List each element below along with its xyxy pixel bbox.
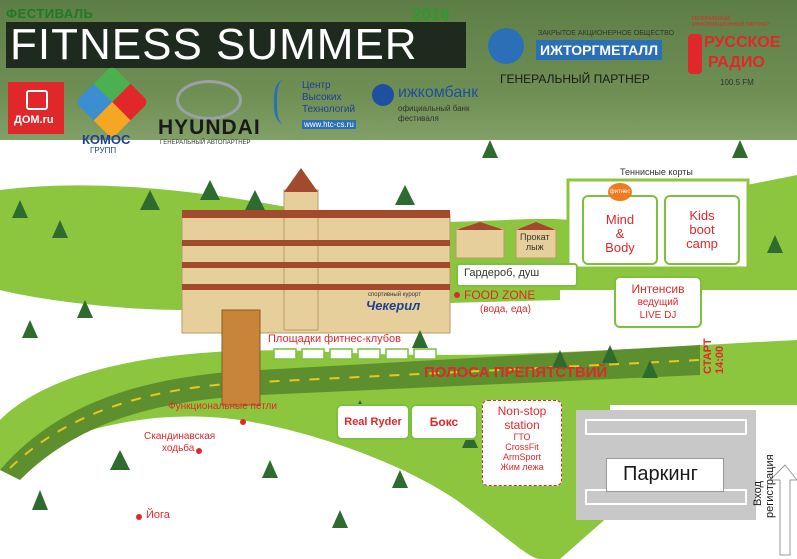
festival-label: ФЕСТИВАЛЬ — [6, 6, 94, 21]
partner-name: ИЖТОРГМЕТАЛЛ — [536, 40, 663, 60]
nonstop-item-2: CrossFit — [505, 442, 539, 452]
wardrobe-box[interactable]: Гардероб, душ — [456, 263, 578, 287]
komos-icon — [75, 65, 149, 139]
start-marker: СТАРТ 14:00 — [702, 330, 726, 390]
fitness-pads — [273, 348, 437, 360]
rental-label: Прокат лыж — [520, 232, 550, 252]
radio-name-line1: РУССКОЕ — [704, 34, 781, 51]
komos-line2: ГРУПП — [90, 146, 117, 155]
radio-name-line2: РАДИО — [708, 54, 765, 71]
wooden-walkway — [221, 309, 261, 406]
fitness-clubs-label: Площадки фитнес-клубов — [268, 333, 401, 345]
nonstop-item-4: Жим лежа — [500, 462, 544, 472]
izhkombank-role1: официальный банк — [398, 104, 470, 113]
wardrobe-label: Гардероб, душ — [464, 267, 540, 279]
hyundai-role: ГЕНЕРАЛЬНЫЙ АВТОПАРТНЕР — [160, 140, 251, 146]
intensive-sub1: ведущий — [637, 296, 679, 308]
functional-loops-label: Функциональные петли — [168, 401, 277, 412]
izhkombank-logo[interactable]: ижкомбанк официальный банк фестиваля — [372, 82, 482, 132]
izhtorgmetall-logo[interactable]: ЗАКРЫТОЕ АКЦИОНЕРНОЕ ОБЩЕСТВО ИЖТОРГМЕТА… — [488, 22, 674, 92]
hotel-sign: Чекерил — [366, 298, 421, 313]
box-zone[interactable]: Бокс — [410, 404, 478, 440]
mind-body-line3: Body — [605, 240, 635, 255]
htc-url: www.htc-cs.ru — [302, 120, 356, 129]
izhtorgmetall-icon — [488, 28, 524, 64]
htc-icon — [274, 80, 297, 124]
kids-line3: camp — [686, 236, 718, 251]
radio-freq: 100.5 FM — [720, 78, 754, 87]
nonstop-title2: station — [504, 418, 540, 432]
htc-line1: Центр — [302, 80, 331, 91]
hyundai-name: HYUNDAI — [158, 116, 261, 139]
intensive-sub2: LIVE DJ — [639, 309, 677, 321]
trail-road — [0, 345, 700, 480]
radio-caption: ГЕНЕРАЛЬНЫЙ ИНФОРМАЦИОННЫЙ ПАРТНЕР — [692, 16, 769, 28]
intensive-zone[interactable]: Интенсив ведущий LIVE DJ — [614, 276, 702, 328]
intensive-title: Интенсив — [631, 281, 685, 296]
mind-body-zone[interactable]: фитнес Mind & Body — [582, 183, 658, 265]
real-ryder-label: Real Ryder — [344, 416, 402, 428]
hyundai-icon — [176, 80, 242, 120]
food-zone-sub: (вода, еда) — [480, 304, 531, 315]
rental-hut — [515, 227, 557, 259]
hotel-sign-small: спортивный курорт — [368, 292, 421, 298]
nordic-walking-line1: Скандинавская — [144, 431, 216, 442]
russkoe-radio-logo[interactable]: ГЕНЕРАЛЬНЫЙ ИНФОРМАЦИОННЫЙ ПАРТНЕР РУССК… — [688, 16, 788, 98]
komos-line1: КОМОС — [82, 132, 131, 147]
partner-role: ГЕНЕРАЛЬНЫЙ ПАРТНЕР — [500, 72, 650, 86]
izhkombank-role2: фестиваля — [398, 114, 439, 123]
rental-line2: лыж — [525, 242, 544, 252]
domru-icon — [26, 90, 48, 110]
htc-logo[interactable]: Центр Высоких Технологий www.htc-cs.ru — [272, 78, 362, 140]
box-label: Бокс — [429, 415, 459, 429]
fitness-logo-icon: фитнес — [608, 183, 632, 201]
htc-line3: Технологий — [302, 104, 356, 115]
parking-label-box[interactable]: Паркинг — [606, 458, 724, 492]
parking-label: Паркинг — [623, 463, 698, 485]
kids-line1: Kids — [689, 208, 715, 223]
komos-logo[interactable]: КОМОС ГРУПП — [75, 65, 149, 156]
nonstop-title1: Non-stop — [497, 404, 547, 418]
mind-body-line2: & — [615, 226, 625, 241]
start-label: СТАРТ — [702, 338, 714, 374]
wardrobe-hut — [455, 227, 505, 259]
yoga-label: Йога — [146, 509, 170, 521]
kids-line2: boot — [689, 222, 715, 237]
real-ryder-zone[interactable]: Real Ryder — [336, 404, 410, 440]
kids-boot-camp-zone[interactable]: Kids boot camp — [664, 195, 740, 265]
white-curve — [0, 416, 540, 559]
radio-icon — [688, 34, 702, 74]
partner-company: ЗАКРЫТОЕ АКЦИОНЕРНОЕ ОБЩЕСТВО — [538, 30, 675, 37]
hyundai-logo[interactable]: HYUNDAI ГЕНЕРАЛЬНЫЙ АВТОПАРТНЕР — [158, 80, 261, 148]
festival-year: 2016 — [412, 5, 450, 24]
izhkombank-name: ижкомбанк — [398, 84, 479, 101]
festival-title: FITNESS SUMMER — [6, 22, 466, 68]
domru-label: ДОМ.ru — [14, 114, 54, 126]
domru-logo[interactable]: ДОМ.ru — [8, 82, 64, 134]
mind-body-line1: Mind — [605, 212, 635, 227]
food-zone-label: FOOD ZONE — [464, 288, 536, 302]
htc-line2: Высоких — [302, 92, 342, 103]
nonstop-item-3: ArmSport — [502, 452, 541, 462]
entrance-line2: регистрация — [764, 454, 776, 518]
tennis-courts-label: Теннисные корты — [620, 167, 693, 177]
obstacle-course-label: ПОЛОСА ПРЕПЯТСТВИЙ — [424, 364, 608, 381]
start-time: 14:00 — [714, 345, 726, 374]
rental-line1: Прокат — [520, 232, 550, 242]
nonstop-station-zone[interactable]: Non-stop station ГТО CrossFit ArmSport Ж… — [482, 400, 562, 486]
nonstop-item-1: ГТО — [513, 432, 531, 442]
entrance-line1: Вход — [752, 481, 764, 506]
nordic-walking-line2: ходьба — [162, 443, 195, 454]
izhkombank-icon — [372, 84, 394, 106]
entrance-arrow — [768, 464, 797, 556]
